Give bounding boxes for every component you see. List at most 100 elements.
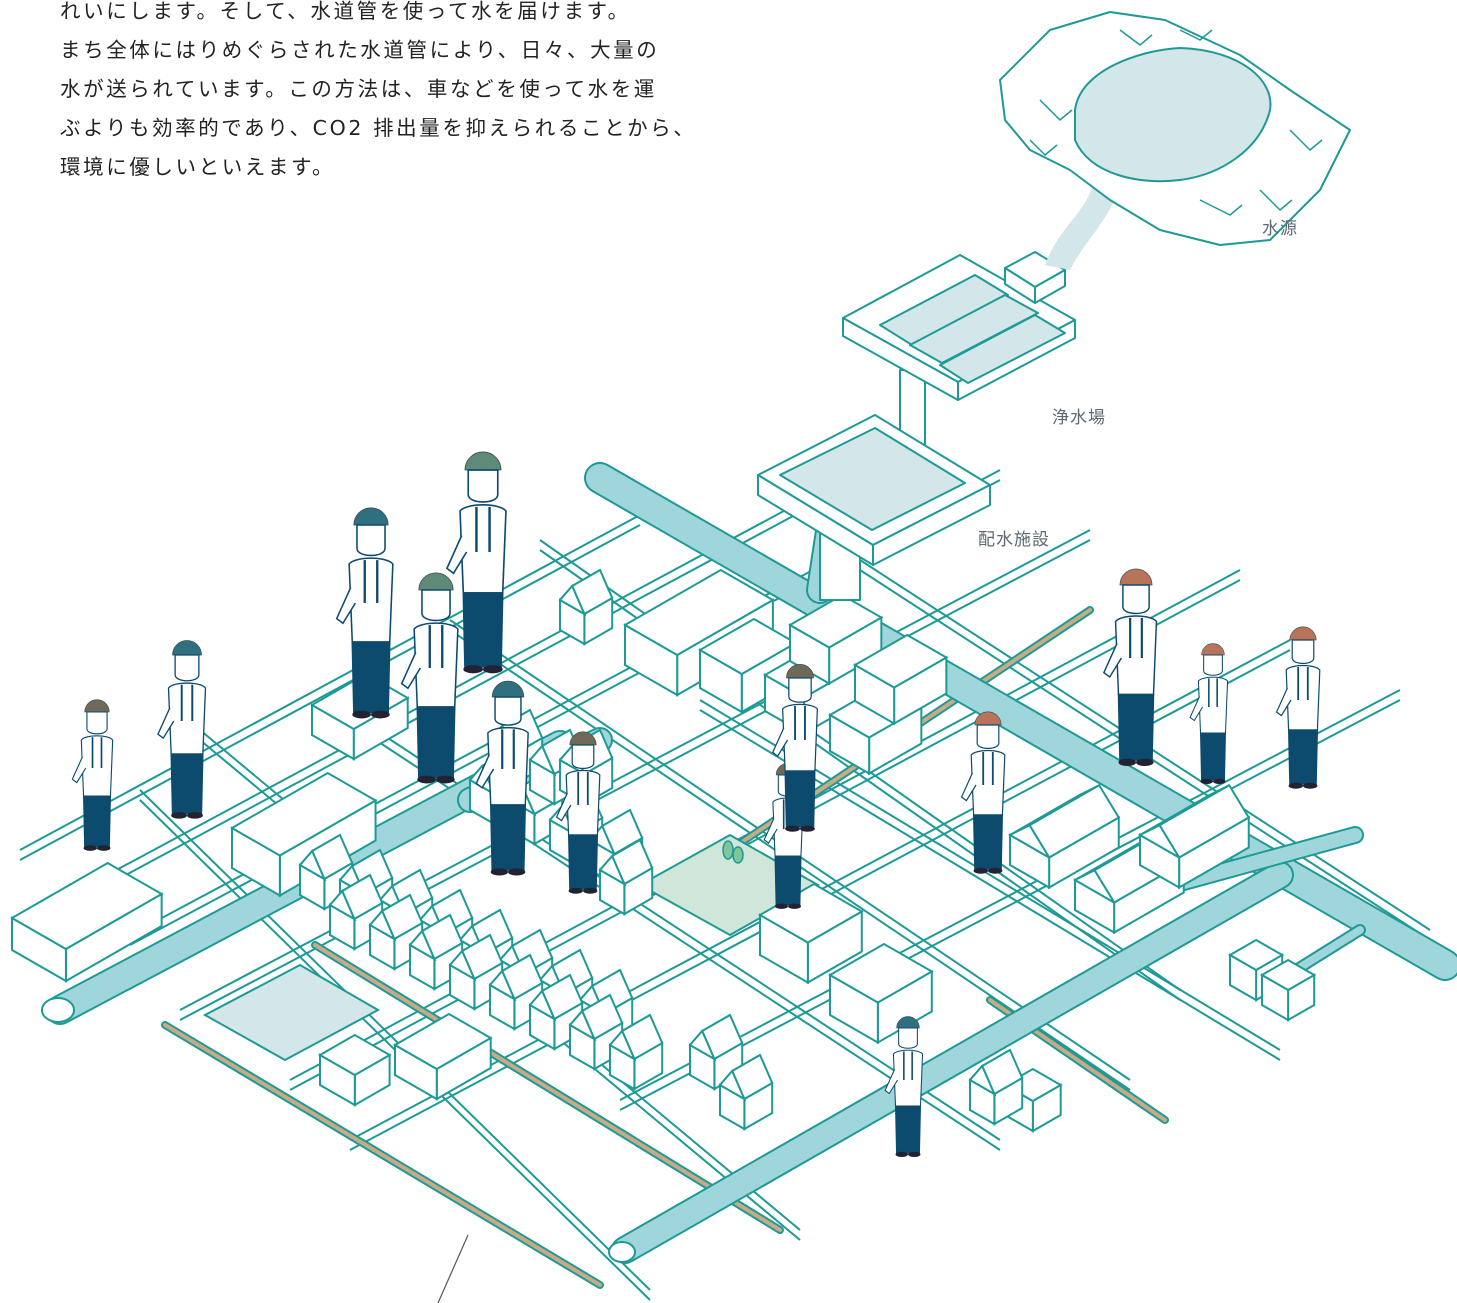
- torso: [348, 557, 394, 643]
- shoe: [371, 710, 390, 719]
- shoe: [583, 887, 598, 894]
- shoe: [1213, 778, 1226, 784]
- trousers: [462, 592, 504, 668]
- street-g: [619, 689, 1401, 1101]
- street-e: [289, 579, 1241, 1091]
- worker-3: [400, 572, 459, 784]
- shoe: [463, 665, 483, 674]
- house-8: [328, 873, 384, 951]
- rock-crack: [1179, 29, 1213, 41]
- house-0: [298, 833, 354, 911]
- helmet: [974, 711, 1002, 726]
- arm: [884, 1069, 899, 1095]
- worker-12: [555, 731, 601, 894]
- callout-line: [437, 1234, 469, 1303]
- shoe: [436, 775, 455, 784]
- rock-crack: [1289, 129, 1323, 151]
- trousers: [1287, 729, 1319, 785]
- shoe: [1200, 778, 1213, 784]
- torso: [459, 504, 507, 594]
- arm: [763, 817, 778, 844]
- arm: [1275, 687, 1292, 717]
- tree: [732, 846, 744, 864]
- worker-14: [884, 1016, 924, 1157]
- shoe: [187, 812, 203, 819]
- intake-box-side: [1034, 269, 1066, 304]
- torso: [413, 622, 459, 708]
- torso: [1285, 664, 1321, 731]
- trousers: [972, 814, 1004, 870]
- building-7: [827, 942, 934, 1045]
- shoe: [785, 825, 800, 832]
- trousers: [416, 706, 456, 778]
- arm: [400, 652, 422, 690]
- rock-crack: [1029, 139, 1058, 156]
- intro-line-5: 環境に優しいといえます。: [60, 155, 336, 179]
- label-distribution-facility: 配水施設: [978, 530, 1050, 550]
- distribution-tank-water: [779, 427, 966, 531]
- shoe: [788, 903, 801, 909]
- shoe: [352, 710, 371, 719]
- shoe: [483, 665, 503, 674]
- house-15: [608, 1013, 664, 1091]
- worker-11: [475, 680, 529, 876]
- house-13: [528, 973, 584, 1051]
- intro-line-2: まち全体にはりめぐらされた水道管により、日々、大量の: [60, 38, 660, 62]
- house-10: [408, 913, 464, 991]
- water-source-lake: [1074, 47, 1272, 183]
- helmet: [896, 1016, 920, 1029]
- head: [1291, 639, 1315, 664]
- helmet: [353, 507, 389, 526]
- rock-crack: [1199, 199, 1243, 216]
- torso: [167, 682, 207, 755]
- building-8: [1007, 783, 1121, 890]
- trousers: [82, 795, 112, 847]
- building-10: [1137, 783, 1251, 890]
- rock-crack: [1259, 189, 1293, 211]
- service-pipe-1: [163, 1023, 602, 1287]
- head: [571, 744, 595, 769]
- head: [421, 589, 451, 622]
- main-pipe-diagonal: [586, 464, 1457, 979]
- arm: [71, 756, 87, 784]
- head: [976, 724, 1000, 749]
- trousers: [567, 834, 599, 890]
- torso: [782, 703, 818, 772]
- plaza-southwest: [202, 963, 381, 1062]
- shoe: [568, 887, 583, 894]
- house-12: [488, 953, 544, 1031]
- shoe: [97, 845, 111, 851]
- worker-4: [157, 640, 207, 819]
- torso: [565, 769, 601, 836]
- shoe: [908, 1151, 921, 1157]
- shoe: [417, 775, 436, 784]
- torso: [1197, 676, 1229, 734]
- helmet: [1201, 643, 1225, 656]
- head: [1122, 584, 1150, 615]
- torso: [80, 735, 114, 797]
- helmet: [464, 451, 502, 471]
- rock-crack: [1039, 99, 1073, 121]
- house-24: [558, 568, 614, 646]
- shoe: [490, 868, 508, 876]
- intro-text: れいにします。そして、水道管を使って水を届けます。 まち全体にはりめぐらされた水…: [60, 0, 780, 187]
- worker-13: [771, 664, 818, 832]
- trousers: [774, 855, 802, 906]
- helmet: [1289, 626, 1317, 641]
- arm: [157, 707, 175, 740]
- street-a: [19, 524, 641, 861]
- shoe: [83, 845, 97, 851]
- shoe: [508, 868, 526, 876]
- shoe: [800, 825, 815, 832]
- worker-2: [335, 507, 394, 719]
- worker-6: [1102, 568, 1158, 767]
- building-12: [1259, 958, 1317, 1022]
- building-row-2: [787, 593, 884, 686]
- torso: [1114, 615, 1158, 696]
- label-water-source: 水源: [1262, 219, 1298, 239]
- shoe: [895, 1151, 908, 1157]
- helmet: [172, 640, 202, 656]
- intro-line-4: ぶよりも効率的であり、CO2 排出量を抑えられることから、: [60, 116, 697, 140]
- street-i: [329, 709, 1001, 1151]
